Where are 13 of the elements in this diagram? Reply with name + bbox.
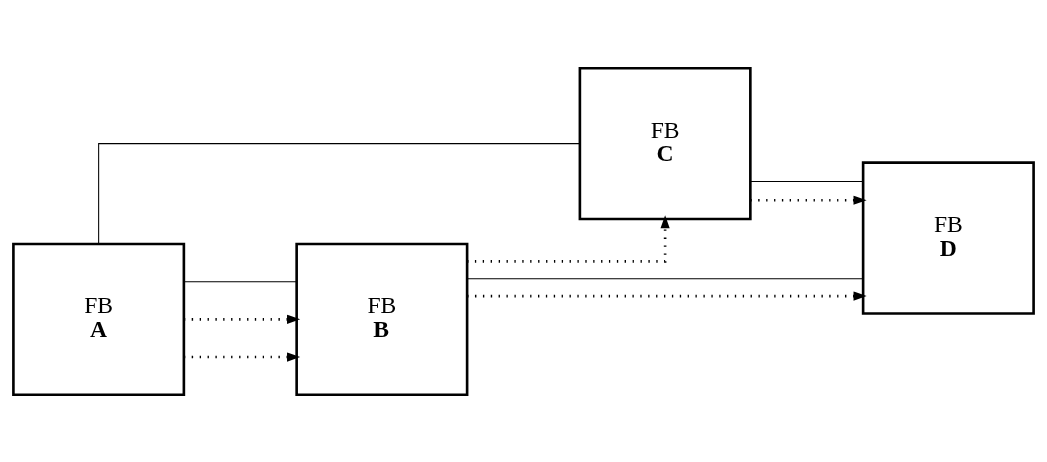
arrow	[750, 195, 867, 205]
arrow	[184, 351, 301, 362]
connector	[98, 142, 581, 244]
node-box: FB C	[578, 66, 752, 220]
node-box: FB A	[12, 242, 186, 396]
node-box: FB B	[295, 242, 469, 396]
arrow	[467, 214, 670, 263]
connector	[183, 280, 297, 282]
arrow	[467, 291, 867, 301]
connector	[466, 277, 864, 279]
node-box: FB D	[861, 160, 1035, 315]
connector	[749, 180, 864, 182]
arrow	[184, 314, 301, 324]
